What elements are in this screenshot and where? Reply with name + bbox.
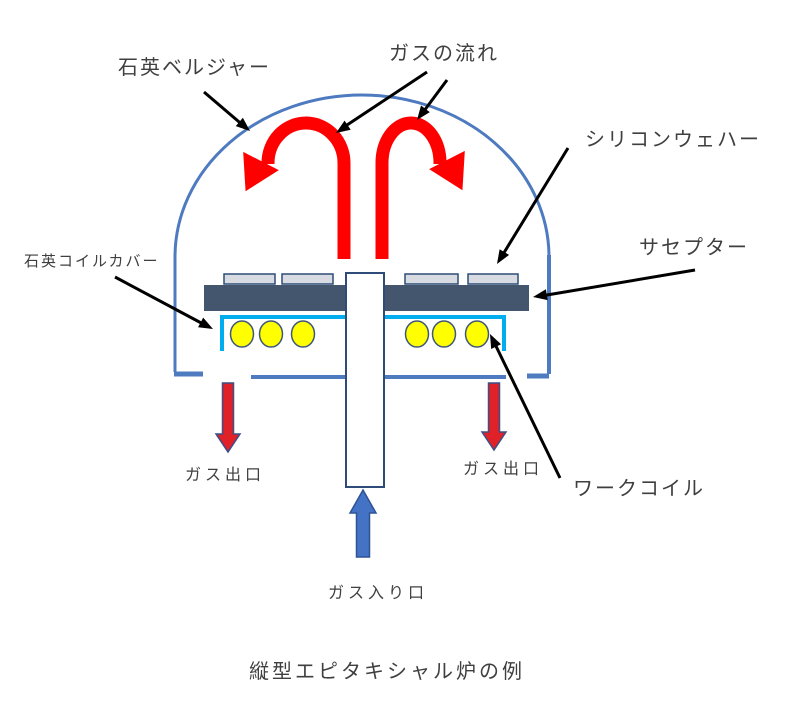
gas-flow-arrow-right	[375, 116, 447, 259]
diagram-caption: 縦型エピタキシャル炉の例	[249, 661, 525, 683]
coil-5	[431, 320, 457, 348]
coil-4	[404, 320, 430, 348]
bell-jar-dome	[173, 93, 551, 258]
label-gas-outlet-right: ガス出口	[463, 461, 544, 478]
bell-jar-outline	[173, 93, 551, 379]
label-gas-outlet-left: ガス出口	[185, 467, 266, 484]
label-coil-cover: 石英コイルカバー	[24, 253, 160, 270]
leader-arrowhead-gas-flow-left	[336, 120, 351, 133]
leader-work-coil	[492, 341, 562, 479]
leader-arrowheads	[198, 105, 548, 349]
label-susceptor: サセプター	[639, 237, 749, 259]
leader-arrowhead-silicon-wafer	[497, 249, 510, 264]
coil-2	[258, 320, 284, 348]
coil-3	[290, 320, 316, 348]
coil-1	[229, 320, 255, 348]
gas-flow-arrowhead-right	[429, 150, 465, 191]
wafer-1	[223, 273, 276, 285]
gas-flow-arrowheads	[243, 150, 465, 192]
gas-outlet-arrow-right	[480, 382, 508, 452]
wafer-3	[404, 273, 459, 285]
leader-coil-cover	[114, 275, 206, 327]
gas-outlet-arrow-left	[214, 382, 242, 454]
wafer-2	[281, 273, 334, 285]
leader-silicon-wafer	[500, 147, 570, 257]
label-bell-jar: 石英ベルジャー	[118, 57, 271, 79]
work-coils	[229, 320, 490, 348]
gas-outlet-arrows	[214, 382, 508, 454]
leader-gas-flow-left	[340, 70, 428, 131]
label-work-coil: ワークコイル	[573, 478, 705, 500]
gas-flow-arrows	[261, 116, 447, 259]
silicon-wafers	[223, 273, 519, 285]
leader-arrowhead-susceptor	[533, 289, 548, 301]
leader-bell-jar	[203, 90, 246, 129]
label-gas-inlet: ガス入り口	[328, 585, 429, 602]
label-gas-flow: ガスの流れ	[389, 43, 499, 65]
leader-lines	[114, 70, 696, 479]
gas-flow-arrow-left	[261, 116, 351, 259]
label-silicon-wafer: シリコンウェハー	[585, 129, 761, 151]
wafer-4	[467, 273, 519, 285]
leader-susceptor	[540, 268, 696, 298]
coil-6	[464, 320, 490, 348]
gas-flow-arrowhead-left	[243, 151, 279, 192]
leader-arrowhead-bell-jar	[235, 117, 250, 131]
leader-arrowhead-work-coil	[490, 334, 502, 349]
leader-arrowhead-coil-cover	[198, 317, 213, 329]
leader-arrowhead-gas-flow-right	[417, 105, 430, 120]
support-column	[345, 272, 385, 488]
gas-inlet-arrow	[348, 488, 378, 558]
